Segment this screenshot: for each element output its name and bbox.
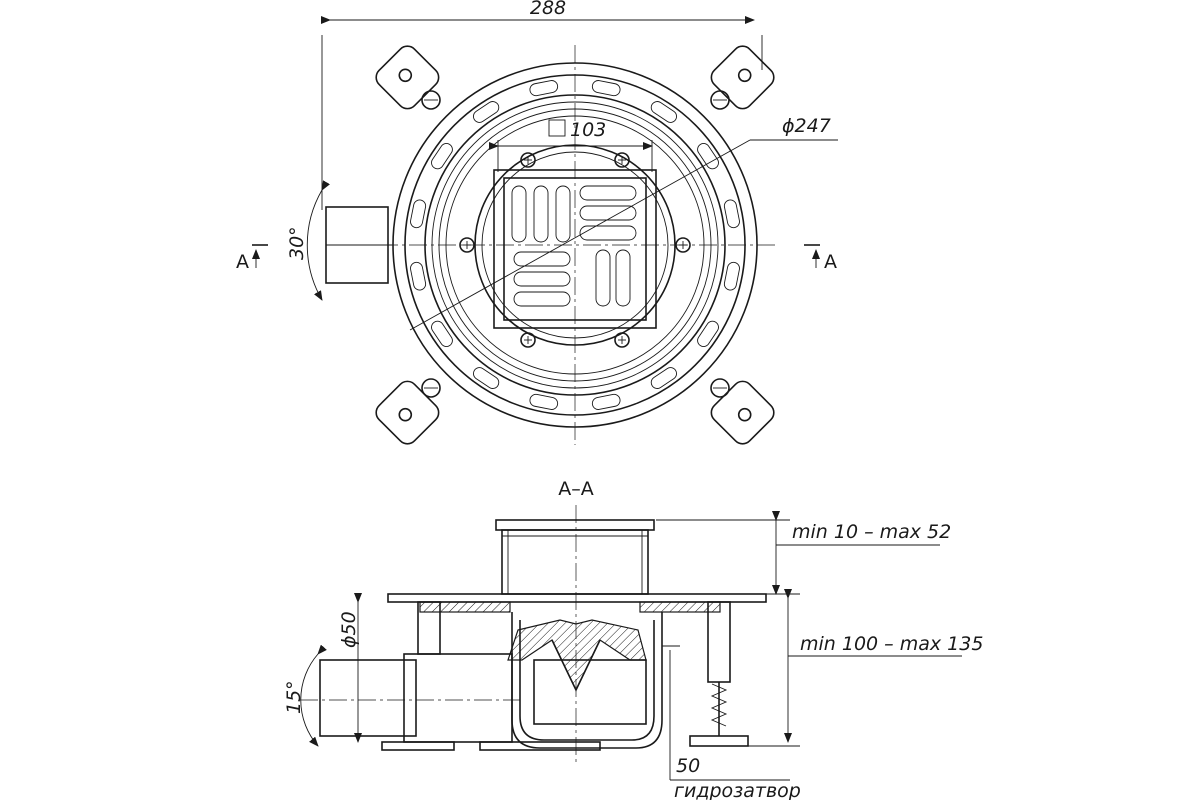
screw-icon	[459, 237, 475, 253]
grate-slot	[513, 251, 571, 267]
section-title: A–A	[558, 478, 594, 500]
rim-slot	[650, 101, 677, 123]
svg-text:A: A	[824, 251, 837, 273]
grate-slot	[579, 185, 637, 201]
section-view: A–A	[283, 478, 983, 800]
water-seal-value: 50	[676, 755, 700, 777]
pipe-diameter-label: ϕ50	[338, 611, 360, 648]
outlet-angle-label: 30°	[286, 226, 308, 260]
grate	[493, 169, 657, 329]
grate-size-label: 103	[570, 119, 606, 141]
rim-slot	[591, 393, 621, 410]
screw-icon	[614, 152, 630, 168]
overall-width-label: 288	[530, 0, 566, 19]
grate-slot	[533, 185, 549, 243]
rim-slot	[473, 367, 500, 389]
section-marker-left: A	[236, 244, 268, 273]
top-view: 288	[236, 0, 838, 445]
grate-slot	[579, 225, 637, 241]
water-seal-label: гидрозатвор	[674, 780, 801, 800]
grate-slot	[513, 271, 571, 287]
grate-slot	[555, 185, 571, 243]
rim-slot	[697, 143, 719, 170]
grate-slot	[513, 291, 571, 307]
grate-slot	[511, 185, 527, 243]
bracket-screws	[421, 90, 730, 398]
mounting-brackets	[375, 45, 775, 445]
rim-slot	[410, 261, 427, 291]
rim-slot	[410, 199, 427, 229]
rim-slot	[697, 320, 719, 347]
rim-slot	[473, 101, 500, 123]
section-marker-right: A	[804, 244, 837, 273]
grate-screws	[459, 152, 691, 348]
rim-slot	[591, 80, 621, 97]
body-adjust-label: min 100 – max 135	[800, 633, 983, 655]
screw-icon	[520, 332, 536, 348]
screw-icon	[520, 152, 536, 168]
grate-adjust-label: min 10 – max 52	[792, 521, 951, 543]
rim-slot	[529, 80, 559, 97]
leveling-foot	[689, 601, 749, 747]
rim-slot	[529, 393, 559, 410]
screw-icon	[675, 237, 691, 253]
pipe-angle-label: 15°	[283, 680, 305, 714]
rim-slot	[431, 320, 453, 347]
diameter-label: ϕ247	[782, 115, 831, 137]
rim-slot	[723, 199, 740, 229]
grate-slot	[595, 249, 611, 307]
grate-slot	[579, 205, 637, 221]
svg-text:A: A	[236, 251, 249, 273]
rim-slot	[723, 261, 740, 291]
rim-slot	[650, 367, 677, 389]
rim-slot	[431, 143, 453, 170]
outlet-pipe-section	[300, 601, 601, 751]
screw-icon	[614, 332, 630, 348]
rim-slots	[410, 80, 740, 410]
grate-slot	[615, 249, 631, 307]
